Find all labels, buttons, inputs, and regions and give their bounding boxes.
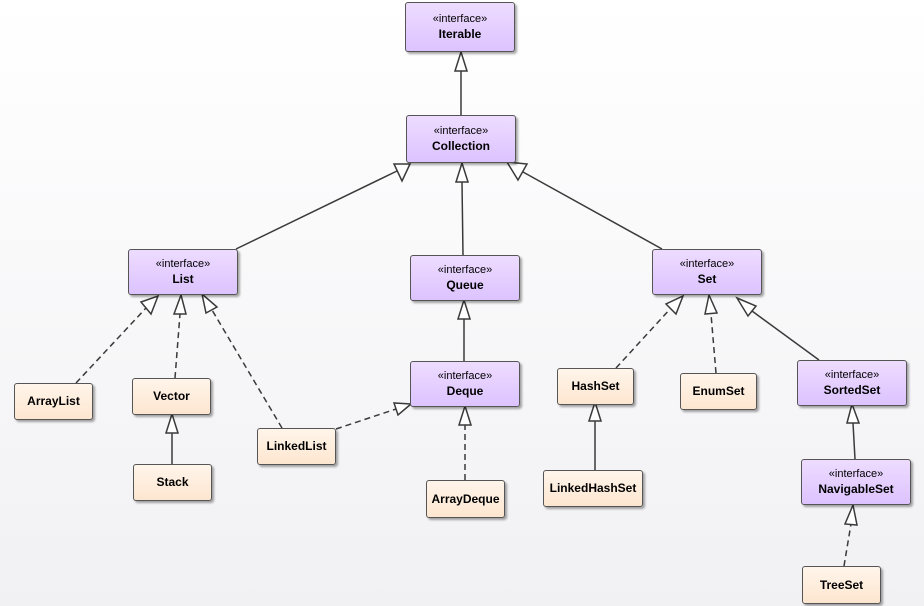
arrowhead-deque-from-linkedlist	[392, 402, 413, 417]
node-sortedset[interactable]: «interface» SortedSet	[797, 360, 907, 406]
edge-queue-collection	[461, 181, 464, 256]
node-set[interactable]: «interface» Set	[652, 249, 762, 295]
arrowhead-set-from-enumset	[704, 292, 719, 315]
stereotype-label: «interface»	[432, 13, 488, 25]
node-name: NavigableSet	[818, 482, 894, 496]
arrowhead-navigableset-from-treeset	[843, 502, 858, 526]
node-deque[interactable]: «interface» Deque	[410, 361, 520, 407]
arrowhead-hashset-from-linkedhashset	[587, 399, 603, 422]
arrowhead-iterable	[453, 49, 469, 72]
node-linkedlist[interactable]: LinkedList	[257, 428, 336, 465]
edge-list-collection	[235, 170, 398, 250]
node-navigableset[interactable]: «interface» NavigableSet	[801, 459, 911, 505]
node-name: Stack	[156, 475, 189, 489]
stereotype-label: «interface»	[828, 468, 884, 480]
node-name: SortedSet	[823, 383, 881, 397]
stereotype-label: «interface»	[437, 264, 493, 276]
arrowhead-list-from-linkedlist	[200, 291, 219, 315]
node-vector[interactable]: Vector	[132, 378, 211, 415]
node-arraydeque[interactable]: ArrayDeque	[426, 480, 505, 518]
stereotype-label: «interface»	[679, 258, 735, 270]
edge-navigableset-sortedset	[852, 422, 856, 460]
node-name: EnumSet	[692, 384, 745, 398]
node-queue[interactable]: «interface» Queue	[410, 255, 520, 301]
arrowhead-queue-from-deque	[456, 297, 472, 320]
node-name: List	[172, 272, 194, 286]
node-name: Set	[697, 272, 717, 286]
edge-arraylist-list	[75, 307, 147, 384]
node-treeset[interactable]: TreeSet	[802, 566, 881, 604]
arrowhead-deque-from-arraydeque	[457, 403, 473, 426]
node-stack[interactable]: Stack	[133, 464, 212, 501]
stereotype-label: «interface»	[433, 125, 489, 137]
node-linkedhashset[interactable]: LinkedHashSet	[543, 470, 643, 507]
node-hashset[interactable]: HashSet	[557, 368, 634, 405]
node-name: Vector	[153, 389, 190, 403]
stereotype-label: «interface»	[824, 369, 880, 381]
edge-sortedset-set	[751, 310, 820, 361]
stereotype-label: «interface»	[155, 258, 211, 270]
arrowhead-collection-from-list	[392, 163, 412, 183]
edge-enumset-set	[710, 313, 717, 374]
arrowhead-vector-from-stack	[164, 411, 180, 434]
node-name: ArrayDeque	[431, 491, 500, 506]
arrowhead-list-from-arraylist	[139, 294, 160, 316]
node-name: Iterable	[438, 27, 482, 41]
edge-hashset-set	[615, 307, 672, 369]
node-list[interactable]: «interface» List	[128, 249, 238, 295]
node-name: Deque	[446, 384, 484, 398]
node-name: ArrayList	[27, 394, 80, 408]
edge-set-collection	[522, 171, 663, 250]
stereotype-label: «interface»	[437, 370, 493, 382]
node-enumset[interactable]: EnumSet	[680, 373, 757, 410]
node-name: LinkedList	[266, 439, 327, 453]
edge-linkedlist-deque	[335, 408, 397, 430]
node-collection[interactable]: «interface» Collection	[406, 115, 516, 163]
node-name: TreeSet	[819, 577, 864, 592]
edge-linkedlist-list	[211, 309, 283, 429]
arrowhead-set-from-hashset	[664, 294, 685, 316]
arrowhead-list-from-vector	[172, 292, 187, 315]
node-arraylist[interactable]: ArrayList	[14, 383, 93, 420]
arrowhead-collection-from-queue	[454, 160, 470, 183]
edge-treeset-navigableset	[843, 523, 852, 567]
node-name: LinkedHashSet	[549, 481, 637, 495]
node-name: HashSet	[571, 379, 620, 393]
node-name: Queue	[446, 278, 484, 292]
node-iterable[interactable]: «interface» Iterable	[405, 2, 515, 52]
node-name: Collection	[431, 139, 490, 153]
arrowhead-sortedset-from-navigableset	[846, 401, 861, 424]
edge-vector-list	[174, 313, 181, 379]
arrowhead-set-from-sortedset	[735, 296, 758, 318]
arrowhead-collection-from-set	[505, 161, 529, 182]
